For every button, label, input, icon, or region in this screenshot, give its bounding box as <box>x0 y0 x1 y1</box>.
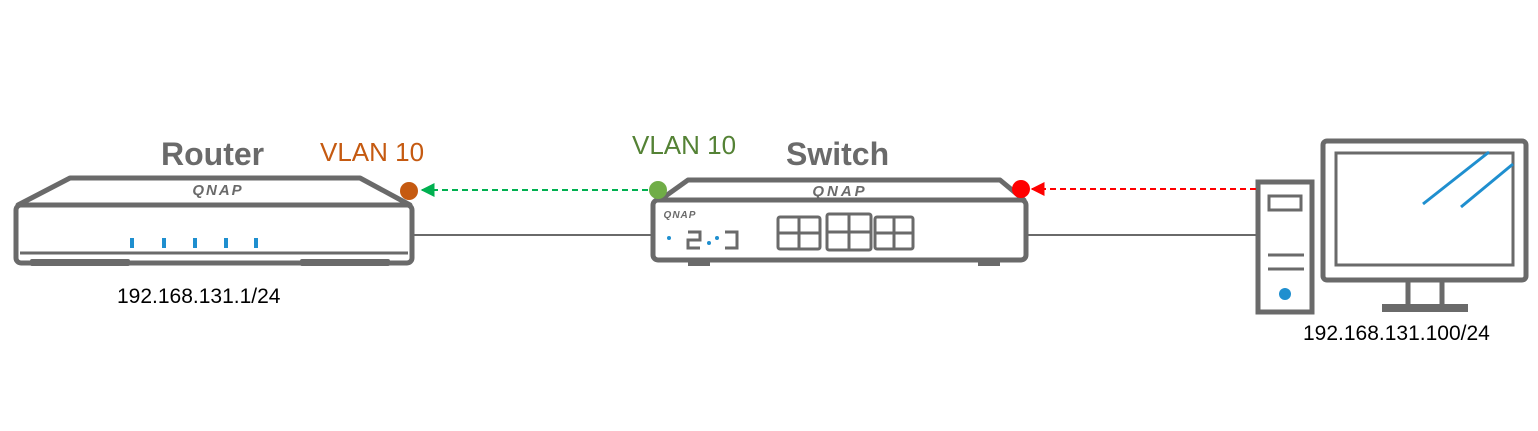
router-port-leds <box>130 238 258 248</box>
switch-vlan-port <box>649 181 667 199</box>
router-title: Router <box>161 136 265 172</box>
pc-ip-label: 192.168.131.100/24 <box>1303 322 1490 345</box>
switch-small-brand-logo: QNAP <box>664 210 697 221</box>
switch-vlan-label: VLAN 10 <box>632 130 737 160</box>
switch-ports <box>776 212 915 252</box>
router-vlan-label: VLAN 10 <box>320 137 425 167</box>
switch-brand-logo: QNAP <box>812 183 867 200</box>
router-brand-logo: QNAP <box>192 182 243 199</box>
switch-icon <box>650 177 1029 266</box>
desktop-pc-icon <box>1255 179 1315 315</box>
monitor-icon <box>1320 138 1529 312</box>
router-vlan-port <box>400 182 418 200</box>
switch-untagged-port <box>1012 180 1030 198</box>
router-ip-label: 192.168.131.1/24 <box>117 285 281 308</box>
router-icon <box>13 175 415 266</box>
switch-status-display <box>667 230 739 250</box>
switch-title: Switch <box>786 136 890 172</box>
